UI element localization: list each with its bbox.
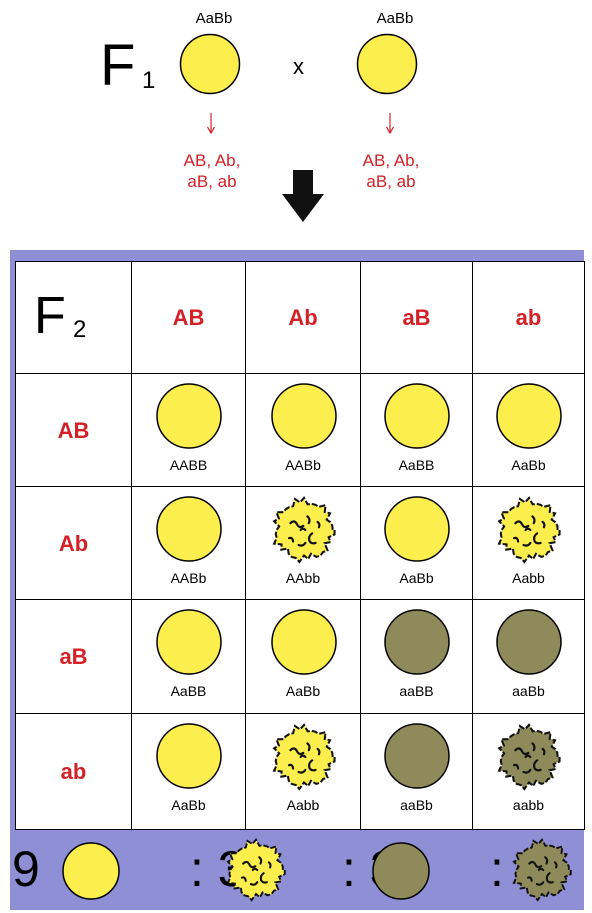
- offspring-genotype: AaBb: [511, 457, 546, 473]
- down-arrow-icon: [282, 170, 324, 227]
- row-gamete-label: AB: [57, 417, 90, 443]
- offspring-cell: AaBb: [246, 600, 361, 714]
- row-header-Ab: Ab: [16, 487, 132, 600]
- f2-subscript: 2: [73, 316, 87, 343]
- f1-label: F: [100, 33, 136, 98]
- ratio-count: 9: [12, 841, 40, 897]
- offspring-cell: aaBb: [473, 600, 584, 714]
- round-green-pea-icon: [372, 842, 430, 900]
- round-yellow-pea-icon: [270, 609, 337, 675]
- row-header-aB: aB: [16, 600, 132, 714]
- cross-symbol: x: [293, 54, 304, 79]
- round-yellow-pea-icon: [62, 842, 120, 900]
- f1-subscript: 1: [142, 67, 156, 94]
- round-yellow-pea-icon: [495, 383, 562, 449]
- right-parent-pea: [356, 33, 418, 95]
- offspring-cell: AABb: [132, 487, 246, 600]
- round-green-pea-icon: [384, 723, 450, 789]
- offspring-genotype: AAbb: [285, 570, 321, 586]
- round-yellow-pea-icon: [270, 383, 337, 449]
- row-header-AB: AB: [16, 374, 132, 487]
- offspring-genotype: AaBb: [171, 797, 206, 813]
- wrinkled-yellow-pea-icon: [270, 496, 338, 564]
- right-gametes: AB, Ab, aB, ab: [362, 151, 420, 191]
- right-gamete-arrow: [385, 113, 395, 140]
- offspring-genotype: Aabb: [512, 570, 545, 586]
- column-gamete-label: ab: [515, 305, 542, 330]
- row-gamete-label: ab: [60, 758, 87, 784]
- round-yellow-pea-icon: [384, 496, 450, 562]
- offspring-cell: AaBB: [361, 374, 473, 487]
- round-yellow-pea-icon: [156, 496, 222, 562]
- offspring-cell: AaBB: [132, 600, 246, 714]
- left-parent-pea: [179, 33, 241, 95]
- offspring-genotype: AaBB: [170, 683, 207, 699]
- round-yellow-pea-icon: [156, 609, 222, 675]
- column-gamete-label: aB: [402, 305, 431, 330]
- round-yellow-pea-icon: [156, 723, 222, 789]
- row-gamete-label: aB: [59, 644, 88, 669]
- column-header-aB: aB: [361, 262, 473, 374]
- offspring-genotype: AaBb: [399, 570, 434, 586]
- phenotype-ratio: 9: 3: 3: 1: [10, 830, 584, 910]
- offspring-cell: aaBB: [361, 600, 473, 714]
- offspring-genotype: aaBb: [400, 797, 433, 813]
- f2-label: F: [34, 287, 66, 345]
- round-yellow-pea-icon: [156, 383, 222, 449]
- offspring-cell: aabb: [473, 714, 584, 829]
- wrinkled-green-pea-icon: [510, 838, 574, 902]
- left-parent-genotype: AaBb: [195, 10, 233, 27]
- round-green-pea-icon: [495, 609, 562, 675]
- column-gamete-label: AB: [172, 305, 205, 330]
- offspring-cell: Aabb: [246, 714, 361, 829]
- offspring-genotype: AABb: [285, 457, 321, 473]
- wrinkled-yellow-pea-icon: [224, 838, 288, 902]
- left-gametes: AB, Ab, aB, ab: [183, 151, 241, 191]
- offspring-genotype: AABb: [170, 570, 207, 586]
- offspring-cell: aaBb: [361, 714, 473, 829]
- column-header-Ab: Ab: [246, 262, 361, 374]
- offspring-cell: AaBb: [361, 487, 473, 600]
- wrinkled-yellow-pea-icon: [270, 723, 338, 791]
- left-gamete-arrow: [206, 113, 216, 140]
- offspring-cell: AABb: [246, 374, 361, 487]
- offspring-cell: AaBb: [132, 714, 246, 829]
- offspring-genotype: aaBB: [399, 683, 434, 699]
- offspring-cell: AAbb: [246, 487, 361, 600]
- column-header-ab: ab: [473, 262, 584, 374]
- offspring-genotype: aaBb: [512, 683, 545, 699]
- offspring-cell: AABB: [132, 374, 246, 487]
- offspring-cell: Aabb: [473, 487, 584, 600]
- offspring-genotype: aabb: [512, 797, 545, 813]
- offspring-genotype: Aabb: [286, 797, 320, 813]
- round-yellow-pea-icon: [384, 383, 450, 449]
- offspring-genotype: AaBB: [398, 457, 435, 473]
- row-gamete-label: Ab: [58, 530, 89, 556]
- column-gamete-label: Ab: [288, 305, 318, 330]
- row-header-ab: ab: [16, 714, 132, 829]
- right-parent-genotype: AaBb: [376, 10, 414, 27]
- offspring-cell: AaBb: [473, 374, 584, 487]
- offspring-genotype: AABB: [169, 457, 208, 473]
- wrinkled-green-pea-icon: [495, 723, 563, 791]
- offspring-genotype: AaBb: [285, 683, 321, 699]
- wrinkled-yellow-pea-icon: [495, 496, 563, 564]
- round-green-pea-icon: [384, 609, 450, 675]
- column-header-AB: AB: [132, 262, 246, 374]
